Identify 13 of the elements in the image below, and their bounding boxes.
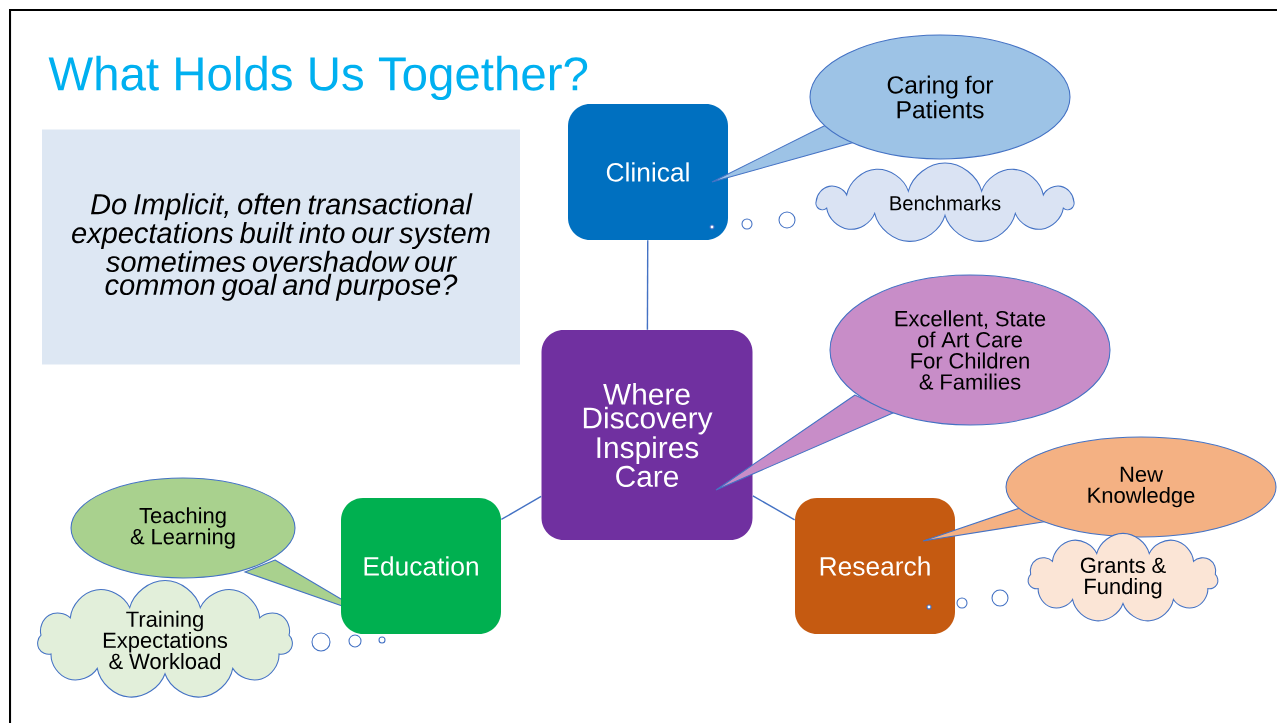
question-panel: Do Implicit, often transactional expectations built into our system sometimes overshadow our common goal and purpose?	[42, 129, 520, 365]
connector-line	[752, 495, 796, 521]
thought-cloud: Benchmarks	[709, 162, 1075, 242]
thought-cloud: Training Expectations & Workload	[37, 580, 386, 698]
topic-box: Where Discovery Inspires Care	[541, 330, 753, 540]
topic-box: Clinical	[568, 104, 728, 240]
connector-line	[646, 239, 649, 331]
connector-line	[500, 495, 542, 521]
speech-bubble: New Knowledge	[922, 436, 1277, 542]
topic-box: Research	[795, 498, 955, 634]
speech-bubble: Caring for Patients	[711, 34, 1071, 183]
topic-box: Education	[341, 498, 501, 634]
title: What Holds Us Together?	[48, 55, 588, 101]
